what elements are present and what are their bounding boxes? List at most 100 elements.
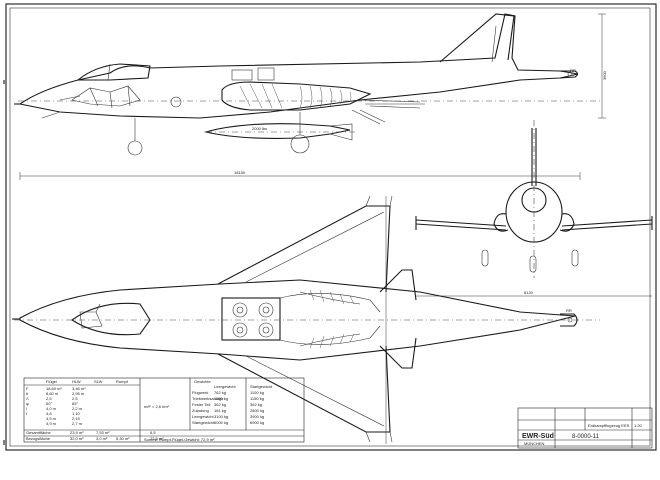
weights-cell: 1190 kg xyxy=(214,396,228,401)
front-view-intakes xyxy=(493,213,575,232)
table-cell: 1,10 xyxy=(72,411,81,416)
plan-view-canopy xyxy=(71,302,151,336)
weights-title: Gewichte xyxy=(194,379,211,384)
plan-view-tailplane-upper xyxy=(379,269,417,301)
plan-view-wing-upper xyxy=(217,205,391,293)
table-cell: 2,19 xyxy=(72,416,81,421)
title-block-drawing-number: 8-0000-11 xyxy=(572,434,600,440)
table-cell: t xyxy=(26,411,28,416)
table-header-cell: Rumpf xyxy=(116,379,129,384)
cockpit-frame xyxy=(71,85,141,107)
weights-cell: 2800 kg xyxy=(250,408,264,413)
weights-cell: 1100 kg xyxy=(250,390,264,395)
plan-tail-code: RR xyxy=(566,308,572,313)
table-cell: φ xyxy=(26,401,29,406)
sheet-inner-border xyxy=(9,7,651,447)
nose-wheel xyxy=(127,140,143,156)
engine-3 xyxy=(232,322,248,338)
front-view: 8120 xyxy=(415,120,653,297)
weights-cell: 1150 kg xyxy=(250,396,264,401)
cockpit-struts xyxy=(59,85,131,109)
table-footer-cell: Bezugsfläche xyxy=(26,436,51,441)
plan-view-fuselage xyxy=(19,279,576,361)
span-dimension-label: 8120 xyxy=(524,290,534,295)
engine-2 xyxy=(258,302,274,318)
engine-hatch xyxy=(239,83,352,109)
table-cell: 8,60 m xyxy=(46,391,59,396)
side-view: 18150 3600 2000 lbs RR xyxy=(14,13,607,180)
front-view-pod-3 xyxy=(571,249,579,267)
engine-1-core xyxy=(236,306,244,314)
front-view-pod-1 xyxy=(481,249,489,267)
canopy-frame xyxy=(107,63,111,81)
table-cell: 2,5 xyxy=(72,396,78,401)
exhaust-lines xyxy=(351,99,425,125)
side-view-canopy xyxy=(76,63,151,81)
side-view-pod xyxy=(231,69,253,81)
side-view-fin xyxy=(439,13,515,63)
side-view-nozzle xyxy=(559,70,579,79)
table-cell: F xyxy=(26,386,29,391)
side-view-fuselage xyxy=(18,13,579,119)
plan-view-tailplane-lower xyxy=(379,337,417,369)
plan-view-cockpit-frame xyxy=(79,303,103,329)
table-footer-cell: 3,0 m² xyxy=(96,436,108,441)
side-view-pod-2 xyxy=(257,67,275,81)
table-cell: l xyxy=(26,406,27,411)
table-cell: 4,8 xyxy=(46,411,52,416)
table-cell: 4,9 m xyxy=(46,421,57,426)
tail-code: RR xyxy=(570,68,576,73)
lower-wing-fold xyxy=(245,355,385,427)
weights-cell: 6900 kg xyxy=(250,420,264,425)
fin-rudder-line xyxy=(491,25,497,63)
table-cell: 18,60 m² xyxy=(46,386,62,391)
engine-4 xyxy=(258,322,274,338)
table-cell: b xyxy=(26,391,29,396)
table-cell: 4,5 m xyxy=(46,416,57,421)
weights-cell: 3100 kg xyxy=(214,414,228,419)
plan-tail-light xyxy=(567,317,573,323)
engine-1 xyxy=(232,302,248,318)
tail-light xyxy=(567,71,573,77)
weights-cell: 362 kg xyxy=(214,402,226,407)
table-footer-cell: Gesamtfläche xyxy=(26,430,51,435)
table-header-cell: SLW xyxy=(94,379,103,384)
table-footer-cell: 72,9 m² xyxy=(150,436,164,441)
table-cell: 4,0 m xyxy=(46,406,57,411)
aux-wheel xyxy=(170,96,182,108)
table-footer-cell: 5,30 m² xyxy=(116,436,130,441)
intake-mark xyxy=(41,111,61,119)
weights-row-label: Flugwerk xyxy=(192,390,208,395)
table-header-cell: HLW xyxy=(72,379,81,384)
title-block-scale: 1:20 xyxy=(634,423,643,428)
table-cell: 3,46 m² xyxy=(72,386,86,391)
weights-header-cell: Startgewicht xyxy=(250,384,273,389)
weights-row-label: Leergewicht xyxy=(192,414,214,419)
table-cell: 2,7 m xyxy=(72,421,83,426)
engine-bay xyxy=(221,297,281,341)
table-cell: 60° xyxy=(46,401,52,406)
weights-row-label: Startgewicht xyxy=(192,420,215,425)
data-table-frame xyxy=(23,377,305,443)
title-block: Erdkampfflugzeug EES 1:20 EWR-Süd MÜNCHE… xyxy=(517,407,653,449)
duct-hatch xyxy=(309,289,355,349)
length-dimension-label: 18150 xyxy=(234,170,246,175)
footer-total: Summe Rumpf-Flügel-Gewicht: 72,9 m² xyxy=(144,437,215,442)
weights-row-label: Triebwerksanlage xyxy=(192,396,224,401)
plan-view-ducts xyxy=(279,291,381,347)
table-cell: Λ xyxy=(26,396,29,401)
table-footer-cell: 7,53 m² xyxy=(96,430,110,435)
plan-view-wing-lower xyxy=(217,345,391,433)
weights-cell: 6000 kg xyxy=(214,420,228,425)
weights-cell: 3900 kg xyxy=(250,414,264,419)
title-block-subtitle: MÜNCHEN xyxy=(524,441,545,446)
plan-view: RR xyxy=(12,195,600,444)
table-footer-cell: 23,9 m² xyxy=(70,430,84,435)
front-view-pod-2 xyxy=(529,255,537,273)
table-side-note: m/F = 2,6 t/m² xyxy=(144,404,170,409)
sheet-border xyxy=(5,3,657,451)
wing-pylons xyxy=(365,195,393,443)
